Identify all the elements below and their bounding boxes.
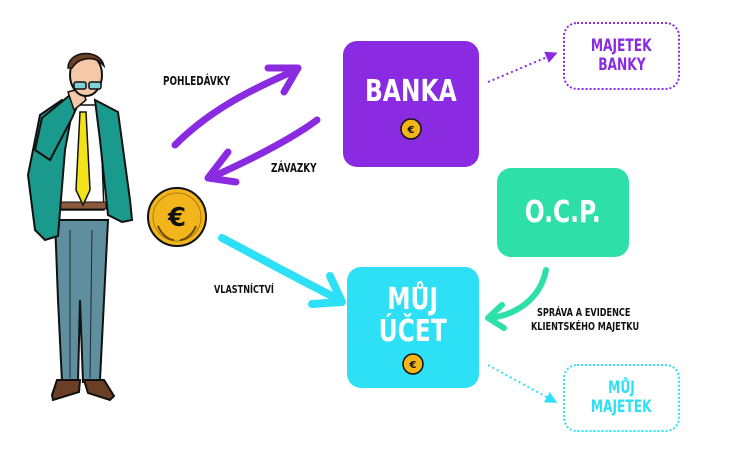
bank-assets-link bbox=[487, 51, 558, 83]
receivables-arrow bbox=[171, 64, 302, 149]
bank-node: BANKA € bbox=[343, 41, 479, 167]
bank-assets-line1: MAJETEK bbox=[591, 35, 652, 56]
bank-assets-line2: BANKY bbox=[597, 55, 646, 75]
my-assets-node: MŮJ MAJETEK bbox=[563, 364, 680, 432]
ocp-label: O.C.P. bbox=[524, 194, 602, 230]
svg-text:€: € bbox=[409, 360, 417, 371]
bank-label: BANKA bbox=[365, 74, 457, 110]
liabilities-arrow bbox=[204, 116, 321, 186]
custody-label-line2: KLIENTSKÉHO MAJETKU bbox=[531, 320, 640, 333]
euro-coin-icon: € bbox=[402, 353, 424, 375]
custody-label-line1: SPRÁVA A EVIDENCE bbox=[537, 306, 631, 319]
ownership-arrow bbox=[218, 234, 346, 308]
my-account-line1: MŮJ bbox=[387, 282, 439, 317]
ownership-label: VLASTNÍCTVÍ bbox=[214, 283, 274, 296]
receivables-label: POHLEDÁVKY bbox=[163, 74, 231, 88]
svg-text:€: € bbox=[167, 203, 186, 233]
ocp-node: O.C.P. bbox=[497, 168, 629, 257]
my-assets-line1: MŮJ bbox=[608, 377, 635, 398]
businessman-illustration bbox=[26, 52, 134, 402]
svg-text:€: € bbox=[407, 125, 415, 136]
liabilities-label: ZÁVAZKY bbox=[271, 161, 317, 175]
my-assets-link bbox=[487, 364, 558, 403]
my-account-node: MŮJ ÚČET € bbox=[347, 267, 479, 388]
euro-coin-icon: € bbox=[147, 187, 207, 247]
my-assets-line2: MAJETEK bbox=[591, 397, 652, 417]
euro-coin-icon: € bbox=[400, 118, 422, 140]
custody-arrow bbox=[485, 267, 549, 331]
bank-assets-node: MAJETEK BANKY bbox=[563, 22, 680, 90]
my-account-line2: ÚČET bbox=[378, 313, 448, 349]
